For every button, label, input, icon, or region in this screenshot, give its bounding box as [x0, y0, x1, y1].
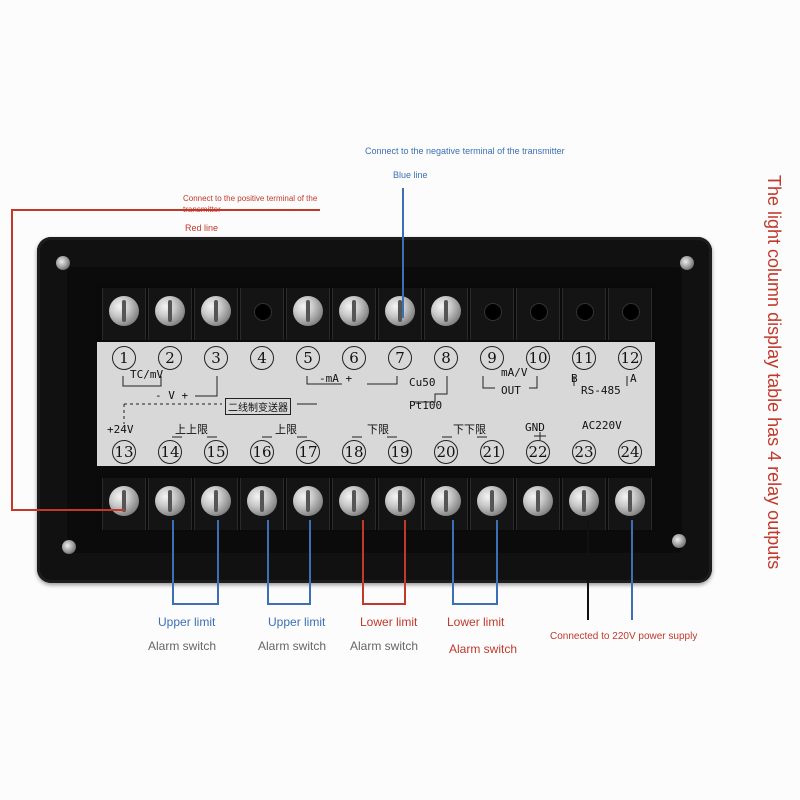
- negative-terminal-note: Connect to the negative terminal of the …: [365, 146, 565, 156]
- terminal-number: 20: [434, 440, 458, 464]
- ma-label: -mA +: [319, 372, 353, 385]
- empty-terminal-hole: [576, 303, 594, 321]
- corner-screw-icon: [56, 256, 70, 270]
- terminal-block: [424, 288, 468, 340]
- out-label: OUT: [501, 384, 521, 397]
- limit-caption: Upper limit: [158, 615, 216, 629]
- alarm-switch-caption: Alarm switch: [449, 642, 518, 656]
- terminal-block: [102, 478, 146, 530]
- cu50-label: Cu50: [409, 376, 436, 389]
- terminal-screw-icon: [155, 486, 185, 516]
- terminal-number: 12: [618, 346, 642, 370]
- terminal-number: 24: [618, 440, 642, 464]
- terminal-block: [148, 288, 192, 340]
- a-label: A: [630, 372, 637, 385]
- limit-caption: Upper limit: [268, 615, 326, 629]
- terminal-number: 21: [480, 440, 504, 464]
- alarm-switch-caption: Alarm switch: [258, 639, 327, 653]
- terminal-screw-icon: [477, 486, 507, 516]
- terminal-number: 9: [480, 346, 504, 370]
- terminal-block: [608, 288, 652, 340]
- terminal-screw-icon: [431, 486, 461, 516]
- terminal-block: [562, 478, 606, 530]
- terminal-block: [102, 288, 146, 340]
- red-line-label: Red line: [185, 223, 219, 233]
- terminal-block: [148, 478, 192, 530]
- terminal-block: [424, 478, 468, 530]
- terminal-number: 22: [526, 440, 550, 464]
- alarm-switch-caption: Alarm switch: [148, 639, 217, 653]
- terminal-block: [608, 478, 652, 530]
- terminal-screw-icon: [385, 486, 415, 516]
- terminal-block: [470, 478, 514, 530]
- terminal-number: 8: [434, 346, 458, 370]
- terminal-block: [240, 288, 284, 340]
- terminal-number: 10: [526, 346, 550, 370]
- terminal-block: [332, 478, 376, 530]
- terminal-screw-icon: [431, 296, 461, 326]
- ac220v-label: AC220V: [582, 419, 622, 432]
- limit-caption: Lower limit: [447, 615, 505, 629]
- terminal-screw-icon: [109, 486, 139, 516]
- terminal-screw-icon: [339, 296, 369, 326]
- corner-screw-icon: [672, 534, 686, 548]
- terminal-block: [378, 478, 422, 530]
- power-supply-note: Connected to 220V power supply: [550, 631, 698, 642]
- positive-terminal-note: Connect to the positive terminal of the …: [183, 194, 318, 214]
- terminal-block: [194, 288, 238, 340]
- rs485-label: RS-485: [581, 384, 621, 397]
- label-schematic-lines: [122, 376, 628, 440]
- empty-terminal-hole: [254, 303, 272, 321]
- terminal-screw-icon: [155, 296, 185, 326]
- terminal-number: 11: [572, 346, 596, 370]
- terminal-screw-icon: [615, 486, 645, 516]
- alarm-switch-caption: Alarm switch: [350, 639, 419, 653]
- terminal-block: [240, 478, 284, 530]
- terminal-block: [286, 478, 330, 530]
- empty-terminal-hole: [484, 303, 502, 321]
- terminal-screw-icon: [523, 486, 553, 516]
- corner-screw-icon: [62, 540, 76, 554]
- empty-terminal-hole: [530, 303, 548, 321]
- terminal-block: [194, 478, 238, 530]
- terminal-block: [516, 478, 560, 530]
- terminal-screw-icon: [201, 296, 231, 326]
- terminal-screw-icon: [569, 486, 599, 516]
- terminal-block: [378, 288, 422, 340]
- gnd-label: GND: [525, 421, 545, 434]
- terminal-number: 19: [388, 440, 412, 464]
- terminal-block: [332, 288, 376, 340]
- terminal-screw-icon: [385, 296, 415, 326]
- lower-lower-label: 下下限: [453, 423, 486, 436]
- terminal-number: 23: [572, 440, 596, 464]
- terminal-number: 18: [342, 440, 366, 464]
- terminal-screw-icon: [293, 486, 323, 516]
- terminal-number: 7: [388, 346, 412, 370]
- empty-terminal-hole: [622, 303, 640, 321]
- terminal-block: [516, 288, 560, 340]
- corner-screw-icon: [680, 256, 694, 270]
- terminal-number: 6: [342, 346, 366, 370]
- terminal-block: [286, 288, 330, 340]
- terminal-screw-icon: [293, 296, 323, 326]
- terminal-screw-icon: [339, 486, 369, 516]
- terminal-screw-icon: [109, 296, 139, 326]
- lower-label: 下限: [367, 423, 389, 436]
- blue-line-label: Blue line: [393, 170, 428, 180]
- limit-caption: Lower limit: [360, 615, 418, 629]
- terminal-block: [470, 288, 514, 340]
- terminal-screw-icon: [201, 486, 231, 516]
- side-title: The light column display table has 4 rel…: [764, 175, 784, 570]
- ma-v-label: mA/V: [501, 366, 528, 379]
- terminal-screw-icon: [247, 486, 277, 516]
- terminal-block: [562, 288, 606, 340]
